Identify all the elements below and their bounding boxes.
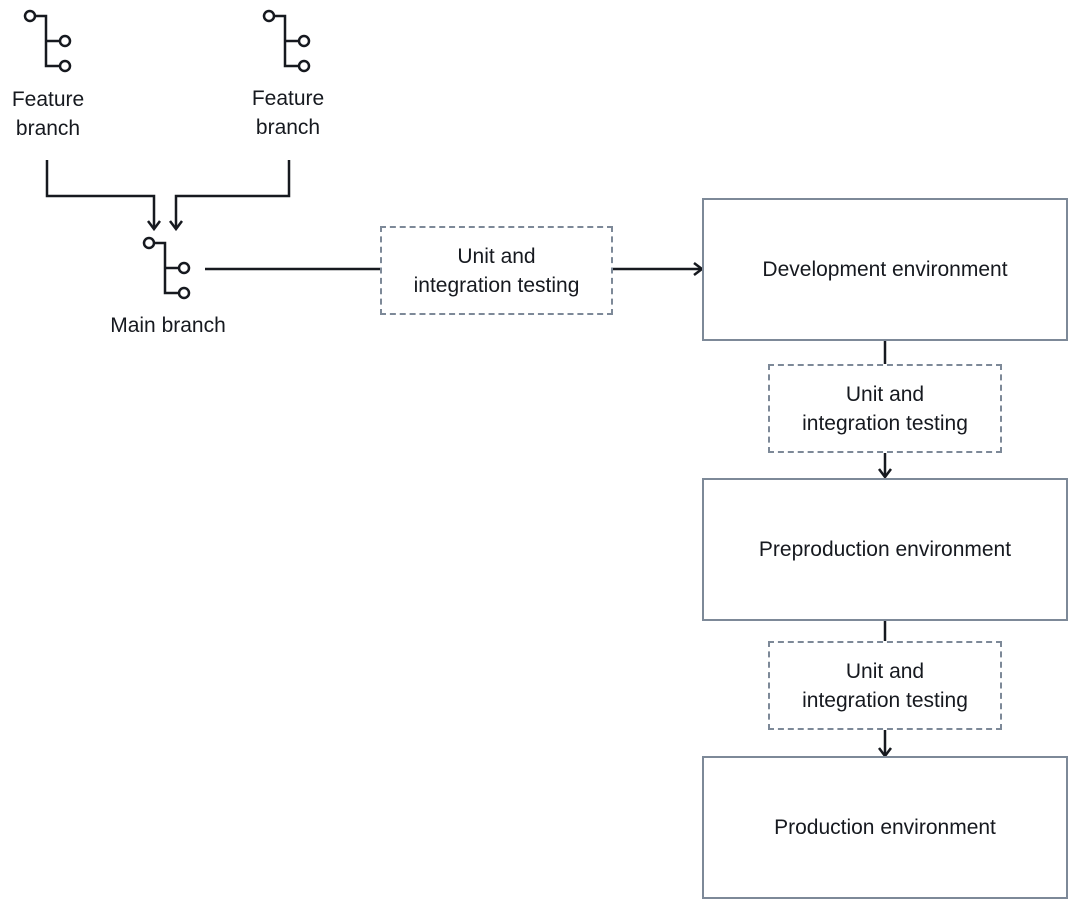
testing-step-box: Unit and integration testing [768,641,1002,730]
merge-arrow-right [169,160,291,232]
testing-step-label-line1: Unit and [845,659,925,683]
feature-branch-label: Feature branch [0,85,96,143]
development-environment-box: Development environment [702,198,1068,341]
testing-step-label-line2: integration testing [413,273,580,297]
feature-branch-label-line2: branch [15,117,81,140]
main-branch-label: Main branch [110,314,226,337]
feature-branch-label-line2: branch [255,116,321,139]
testing-step-box: Unit and integration testing [380,226,613,315]
production-environment-label: Production environment [774,816,996,839]
production-environment-box: Production environment [702,756,1068,899]
testing-step-label-line2: integration testing [802,688,968,712]
feature-branch-label-line1: Feature [251,87,325,110]
main-branch-icon [142,236,191,300]
merge-arrow-left [45,160,161,232]
feature-branch-label: Feature branch [240,84,336,142]
feature-branch-icon [262,9,311,73]
testing-step-label-line1: Unit and [457,244,536,268]
testing-step-label-line1: Unit and [845,382,925,406]
feature-branch-icon [23,9,72,73]
development-environment-label: Development environment [762,258,1008,281]
preproduction-environment-label: Preproduction environment [758,538,1012,561]
feature-branch-label-line1: Feature [11,88,85,111]
testing-step-box: Unit and integration testing [768,364,1002,453]
testing-step-label-line2: integration testing [802,411,968,435]
preproduction-environment-box: Preproduction environment [702,478,1068,621]
